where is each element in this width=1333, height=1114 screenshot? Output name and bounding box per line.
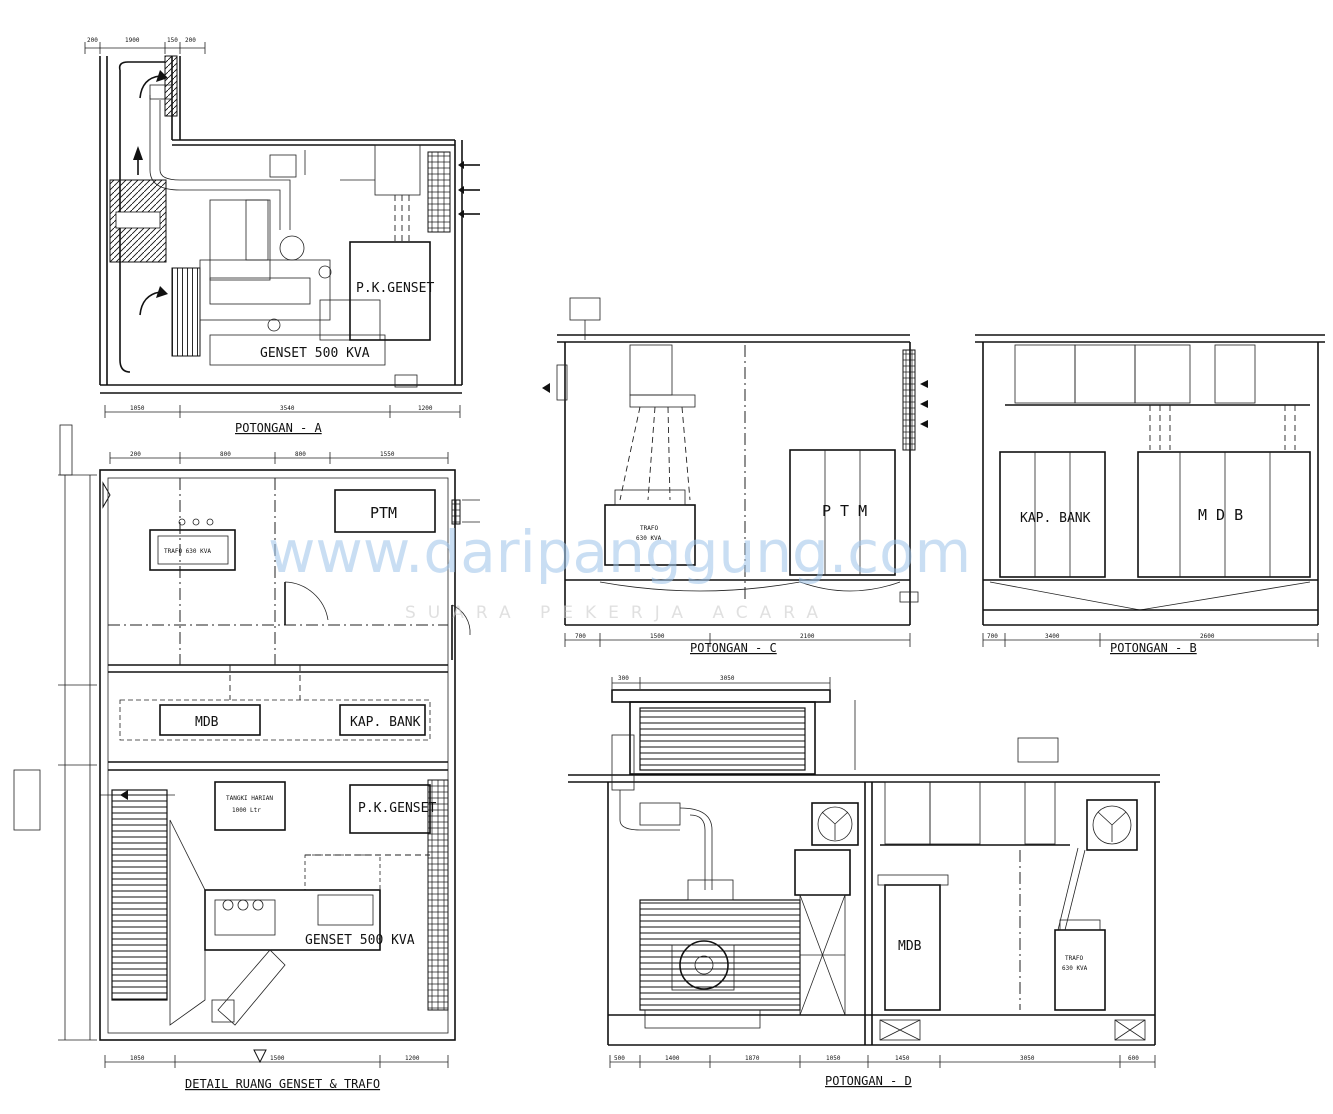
dim-a-b2: 3540 [280, 405, 295, 412]
label-mdb-b: M D B [1198, 506, 1243, 524]
section-b: KAP. BANK M D B 700 3400 2600 POTONGAN -… [975, 334, 1325, 655]
label-mdb-d: MDB [898, 939, 922, 954]
section-d: 300 3050 [568, 675, 1160, 1088]
label-kap-bank-b: KAP. BANK [1020, 511, 1091, 526]
label-trafo-c-2: 630 KVA [636, 535, 662, 542]
dim-d-b5: 1450 [895, 1055, 910, 1062]
dim-plan-t4: 1550 [380, 451, 395, 458]
dim-plan-b2: 1500 [270, 1055, 285, 1062]
dim-plan-b1: 1050 [130, 1055, 145, 1062]
dim-c-2: 1500 [650, 633, 665, 640]
watermark-text: www.daripanggung.com [268, 518, 971, 586]
label-trafo-plan: TRAFO 630 KVA [164, 548, 211, 555]
label-pk-genset-plan: P.K.GENSET [358, 801, 436, 816]
dim-d-b7: 600 [1128, 1055, 1139, 1062]
label-trafo-d: TRAFO [1065, 955, 1083, 962]
dim-d-t1: 300 [618, 675, 629, 682]
label-tangki-2: 1000 Ltr [232, 807, 261, 814]
label-trafo-c: TRAFO [640, 525, 658, 532]
label-mdb-plan: MDB [195, 715, 219, 730]
dim-d-b4: 1050 [826, 1055, 841, 1062]
label-tangki: TANGKI HARIAN [226, 795, 273, 802]
dim-d-b1: 500 [614, 1055, 625, 1062]
label-trafo-d-2: 630 KVA [1062, 965, 1088, 972]
title-potongan-a: POTONGAN - A [235, 421, 322, 435]
dim-plan-t2: 800 [220, 451, 231, 458]
section-c: TRAFO 630 KVA P T M 700 1500 2100 POTONG… [542, 297, 928, 655]
label-kap-bank-plan: KAP. BANK [350, 715, 421, 730]
title-potongan-c: POTONGAN - C [690, 641, 777, 655]
plan-detail: 200 800 800 1550 TRAFO 630 KVA [13, 424, 480, 1091]
label-genset-a: GENSET 500 KVA [260, 346, 370, 361]
dim-d-b6: 3050 [1020, 1055, 1035, 1062]
dim-plan-t1: 200 [130, 451, 141, 458]
label-ptm-c: P T M [822, 502, 867, 520]
dim-d-t2: 3050 [720, 675, 735, 682]
watermark-subtext: SUARA PEKERJA ACARA [405, 603, 830, 623]
dim-b-1: 700 [987, 633, 998, 640]
dim-c-1: 700 [575, 633, 586, 640]
dim-a-3: 150 [167, 37, 178, 44]
dim-a-1: 200 [87, 37, 98, 44]
dim-b-3: 2600 [1200, 633, 1215, 640]
dim-a-2: 1900 [125, 37, 140, 44]
title-potongan-b: POTONGAN - B [1110, 641, 1197, 655]
dim-plan-b3: 1200 [405, 1055, 420, 1062]
dim-d-b2: 1400 [665, 1055, 680, 1062]
label-ptm-plan: PTM [370, 504, 397, 522]
label-genset-plan: GENSET 500 KVA [305, 933, 415, 948]
dim-b-2: 3400 [1045, 633, 1060, 640]
label-pk-genset-a: P.K.GENSET [356, 281, 434, 296]
title-potongan-d: POTONGAN - D [825, 1074, 912, 1088]
dim-c-3: 2100 [800, 633, 815, 640]
dim-a-4: 200 [185, 37, 196, 44]
dim-a-b1: 1050 [130, 405, 145, 412]
dim-d-b3: 1870 [745, 1055, 760, 1062]
title-plan: DETAIL RUANG GENSET & TRAFO [185, 1077, 380, 1091]
dim-plan-t3: 800 [295, 451, 306, 458]
dim-a-b3: 1200 [418, 405, 433, 412]
section-a: 200 1900 150 200 [84, 37, 480, 435]
